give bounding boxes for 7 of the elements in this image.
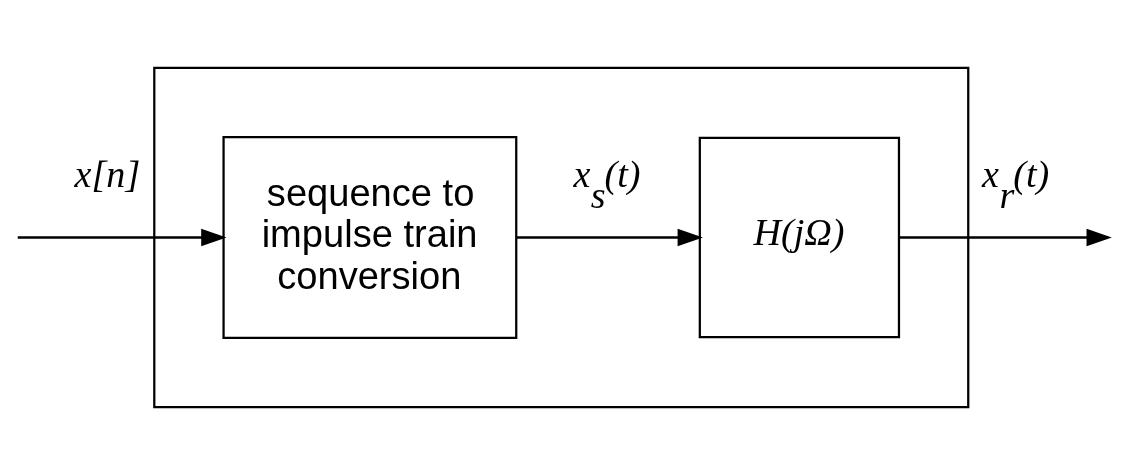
node-box: H(jΩ) bbox=[698, 136, 901, 339]
arrow bbox=[516, 228, 703, 247]
node-box: sequence to impulse train conversion bbox=[222, 135, 518, 340]
cluster bbox=[153, 66, 970, 409]
edge-label: x[n] bbox=[74, 152, 141, 195]
arrow bbox=[17, 228, 227, 247]
arrow bbox=[899, 228, 1112, 247]
